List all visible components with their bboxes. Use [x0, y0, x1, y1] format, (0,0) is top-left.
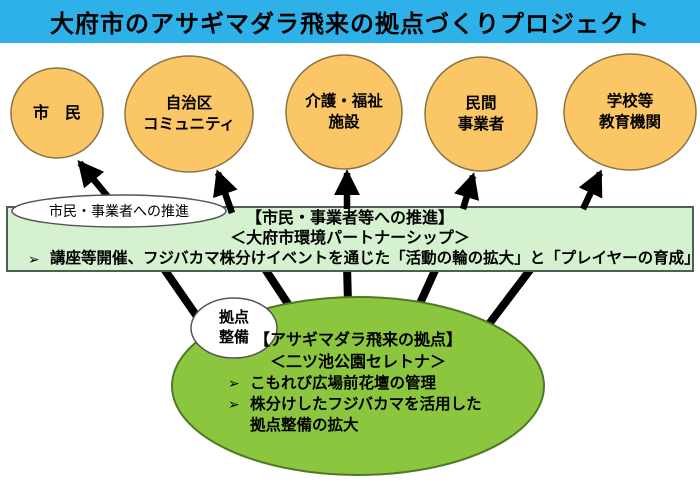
actor-circle-citizens [10, 67, 104, 159]
promotion-tag-ellipse [11, 194, 227, 228]
title-bar: 大府市のアサギマダラ飛来の拠点づくりプロジェクト [0, 0, 700, 43]
base-ellipse-heading: 【アサギマダラ飛来の拠点】 [253, 332, 462, 349]
page-title: 大府市のアサギマダラ飛来の拠点づくりプロジェクト [50, 11, 650, 38]
actor-circle-schools [563, 53, 697, 171]
promotion-box-bullet: ➢ 講座等開催、フジバカマ株分けイベントを通じた「活動の輪の拡大」と「プレイヤー… [28, 249, 700, 269]
actor-label-citizens: 市 民 [32, 104, 81, 122]
bullet-arrow-icon: ➢ [228, 375, 240, 391]
promotion-box-subheading: ＜大府市環境パートナーシップ＞ [230, 230, 470, 247]
bullet-arrow-icon: ➢ [28, 251, 40, 267]
promotion-box-bullet-text: 講座等開催、フジバカマ株分けイベントを通じた「活動の輪の拡大」と「プレイヤーの育… [50, 250, 700, 267]
actor-label-business: 民間 事業者 [457, 95, 505, 133]
actor-circles [10, 53, 697, 173]
actor-circle-business [424, 56, 538, 172]
actor-circle-welfare [285, 54, 403, 170]
connector-line [482, 263, 537, 331]
base-bullet-text: こもれび広場前花壇の管理 [250, 375, 437, 392]
base-tag-label: 拠点 整備 [218, 309, 249, 346]
arrow-to-business [454, 172, 480, 210]
base-bullet-text: 株分けしたフジバカマを活用した拠点整備の拡大 [250, 396, 482, 434]
actor-circle-community [124, 55, 254, 173]
actor-label-welfare: 介護・福祉 施設 [305, 93, 383, 131]
base-bullet-item: ➢ 株分けしたフジバカマを活用した拠点整備の拡大 [228, 394, 484, 436]
base-bullet-item: ➢ こもれび広場前花壇の管理 [228, 373, 484, 394]
actor-label-community: 自治区 コミュニティ [142, 95, 236, 133]
arrow-to-schools [578, 169, 603, 211]
promotion-tag-label: 市民・事業者への推進 [49, 203, 189, 219]
arrow-to-community [213, 169, 238, 215]
base-ellipse-subheading: ＜二ツ池公園セレトナ＞ [269, 354, 446, 371]
promotion-box-heading: 【市民・事業者等への推進】 [245, 210, 454, 227]
base-ellipse-bullets: ➢ こもれび広場前花壇の管理 ➢ 株分けしたフジバカマを活用した拠点整備の拡大 [228, 373, 484, 436]
actor-label-schools: 学校等 教育機関 [598, 93, 661, 131]
bullet-arrow-icon: ➢ [228, 396, 240, 412]
base-tag-circle [190, 297, 278, 359]
